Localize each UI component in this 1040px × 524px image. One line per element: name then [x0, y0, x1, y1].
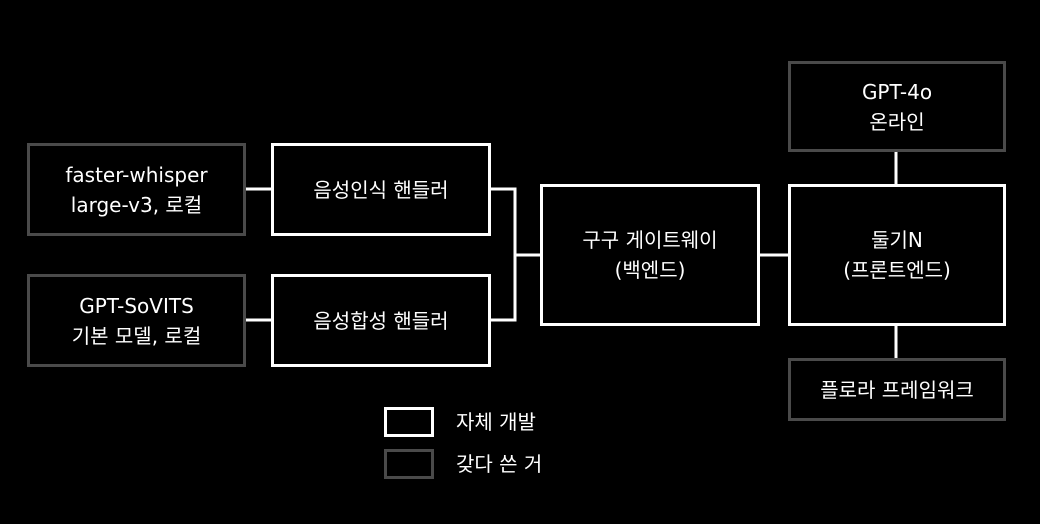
frontend-title: 둘기N: [871, 228, 923, 252]
gateway-title: 구구 게이트웨이: [582, 228, 718, 252]
frontend-node: 둘기N (프론트엔드): [788, 184, 1006, 326]
connector-stt-to-bus: [490, 187, 517, 322]
gpt4o-subtitle: 온라인: [869, 109, 925, 134]
frontend-subtitle: (프론트엔드): [843, 258, 951, 282]
tts-handler-node: 음성합성 핸들러: [271, 274, 491, 367]
legend-self-developed-swatch: [384, 407, 434, 437]
gpt-sovits-subtitle: 기본 모델, 로컬: [71, 323, 202, 348]
gpt-sovits-title: GPT-SoVITS: [79, 293, 194, 318]
gateway-subtitle: (백엔드): [614, 258, 686, 282]
gpt-sovits-node: GPT-SoVITS 기본 모델, 로컬: [27, 274, 246, 367]
legend-self-developed-label: 자체 개발: [456, 410, 536, 434]
stt-handler-node: 음성인식 핸들러: [271, 143, 491, 236]
gateway-node: 구구 게이트웨이 (백엔드): [540, 184, 760, 326]
legend-external-swatch: [384, 449, 434, 479]
faster-whisper-title: faster-whisper: [65, 162, 208, 187]
tts-handler-label: 음성합성 핸들러: [313, 308, 449, 333]
gpt4o-node: GPT-4o 온라인: [788, 61, 1006, 152]
gpt4o-title: GPT-4o: [861, 79, 933, 104]
faster-whisper-subtitle: large-v3, 로컬: [70, 192, 203, 217]
flutter-framework-label: 플로라 프레임워크: [820, 377, 974, 402]
faster-whisper-node: faster-whisper large-v3, 로컬: [27, 143, 246, 236]
flutter-framework-node: 플로라 프레임워크: [788, 358, 1006, 421]
legend-external-label: 갖다 쓴 거: [456, 452, 543, 476]
stt-handler-label: 음성인식 핸들러: [313, 177, 449, 202]
